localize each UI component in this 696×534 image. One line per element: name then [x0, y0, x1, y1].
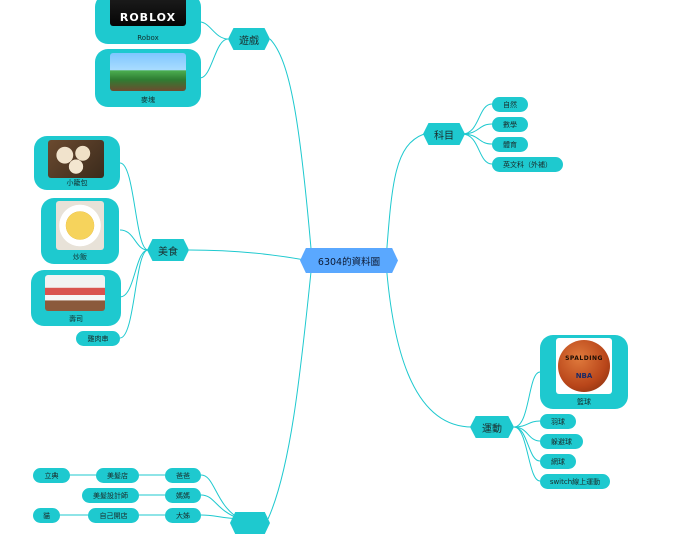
subject-item-2[interactable]: 數學 [492, 117, 528, 132]
family-mom[interactable]: 媽媽 [165, 488, 201, 503]
connector-food-1 [119, 162, 149, 251]
subject-item-4-label: 英文科（外補） [503, 160, 552, 169]
basketball-image: SPALDING NBA [556, 338, 612, 394]
card-robox-label: Robox [137, 34, 159, 42]
family-sister[interactable]: 大姊 [165, 508, 201, 523]
connector-subjects-4 [461, 133, 493, 165]
basketball-icon [558, 340, 610, 392]
card-dumplings[interactable]: 小籠包 [34, 136, 120, 190]
sport-item-badminton-label: 羽球 [551, 417, 565, 426]
family-sister-label: 大姊 [176, 511, 190, 520]
branch-subjects[interactable]: 科目 [423, 123, 465, 145]
card-fried-rice[interactable]: 炒飯 [41, 198, 119, 264]
connector-sports-5 [513, 426, 541, 482]
center-topic[interactable]: 6304的資料圖 [300, 248, 398, 273]
card-minecraft-label: 麥塊 [141, 96, 155, 104]
card-minecraft[interactable]: 麥塊 [95, 49, 201, 107]
family-dad-extra[interactable]: 立典 [33, 468, 70, 483]
branch-food-label: 美食 [158, 246, 178, 258]
subject-item-1[interactable]: 自然 [492, 97, 528, 112]
family-dad-extra-label: 立典 [44, 471, 59, 480]
connector-subjects-1 [461, 103, 493, 135]
food-item-chicken-skewer-label: 雞肉串 [87, 334, 109, 343]
family-dad-label: 爸爸 [176, 471, 190, 480]
card-fried-rice-label: 炒飯 [73, 253, 87, 261]
connector-food-2 [119, 229, 149, 251]
food-item-chicken-skewer[interactable]: 雞肉串 [76, 331, 120, 346]
sushi-image [45, 275, 105, 311]
family-dad-job-label: 美髮店 [107, 471, 128, 480]
sport-item-switch[interactable]: switch線上運動 [540, 474, 610, 489]
connector-center-games [269, 38, 313, 261]
basketball-badge-text: NBA [575, 372, 593, 380]
family-sister-job-label: 自己開店 [99, 511, 128, 520]
connector-games-robox [199, 21, 229, 40]
card-robox[interactable]: ROBLOX Robox [95, 0, 201, 44]
branch-sports[interactable]: 運動 [470, 416, 514, 438]
branch-games-label: 遊戲 [239, 35, 259, 47]
branch-family[interactable] [230, 512, 270, 534]
dumplings-image [48, 140, 104, 178]
minecraft-image [110, 53, 186, 91]
family-dad[interactable]: 爸爸 [165, 468, 201, 483]
subject-item-3-label: 體育 [503, 140, 517, 149]
connector-center-family [267, 261, 313, 520]
sport-item-tennis[interactable]: 網球 [540, 454, 576, 469]
family-mom-job-label: 美髮設計師 [93, 491, 128, 500]
sport-item-badminton[interactable]: 羽球 [540, 414, 576, 429]
branch-food[interactable]: 美食 [147, 239, 189, 261]
card-dumplings-label: 小籠包 [66, 179, 88, 187]
mindmap-connectors [60, 21, 541, 520]
family-sister-extra-label: 貓 [43, 511, 50, 520]
branch-games[interactable]: 遊戲 [228, 28, 270, 50]
card-sushi[interactable]: 壽司 [31, 270, 121, 326]
family-mom-job[interactable]: 美髮設計師 [82, 488, 139, 503]
connector-sports-4 [513, 426, 541, 462]
connector-food-4 [119, 249, 149, 339]
connector-family-1 [200, 474, 241, 520]
family-sister-extra[interactable]: 貓 [33, 508, 60, 523]
sport-item-dodgeball-label: 躲避球 [551, 437, 572, 446]
branch-subjects-label: 科目 [434, 130, 454, 142]
subject-item-4[interactable]: 英文科（外補） [492, 157, 563, 172]
roblox-logo-text: ROBLOX [119, 11, 177, 24]
connector-sports-1 [513, 371, 541, 428]
connector-subjects-2 [461, 123, 493, 135]
connector-games-minecraft [199, 38, 229, 79]
card-basketball-label: 籃球 [577, 398, 591, 406]
sport-item-dodgeball[interactable]: 躲避球 [540, 434, 583, 449]
family-dad-job[interactable]: 美髮店 [96, 468, 139, 483]
connector-center-subjects [385, 133, 425, 261]
subject-item-1-label: 自然 [503, 100, 517, 109]
center-topic-label: 6304的資料圖 [317, 256, 381, 268]
connector-food-3 [119, 249, 149, 298]
sport-item-tennis-label: 網球 [551, 457, 565, 466]
card-basketball[interactable]: SPALDING NBA 籃球 [540, 335, 628, 409]
fried-rice-image [56, 201, 104, 250]
roblox-logo-image: ROBLOX [110, 0, 186, 26]
subject-item-3[interactable]: 體育 [492, 137, 528, 152]
connector-center-food [188, 249, 306, 261]
branch-sports-label: 運動 [482, 423, 502, 435]
family-mom-label: 媽媽 [176, 491, 190, 500]
connector-subjects-3 [461, 133, 493, 145]
subject-item-2-label: 數學 [503, 120, 517, 129]
basketball-brand-text: SPALDING [565, 355, 603, 362]
sport-item-switch-label: switch線上運動 [549, 477, 601, 486]
card-sushi-label: 壽司 [69, 315, 83, 323]
family-sister-job[interactable]: 自己開店 [88, 508, 139, 523]
connector-center-sports [385, 261, 473, 428]
